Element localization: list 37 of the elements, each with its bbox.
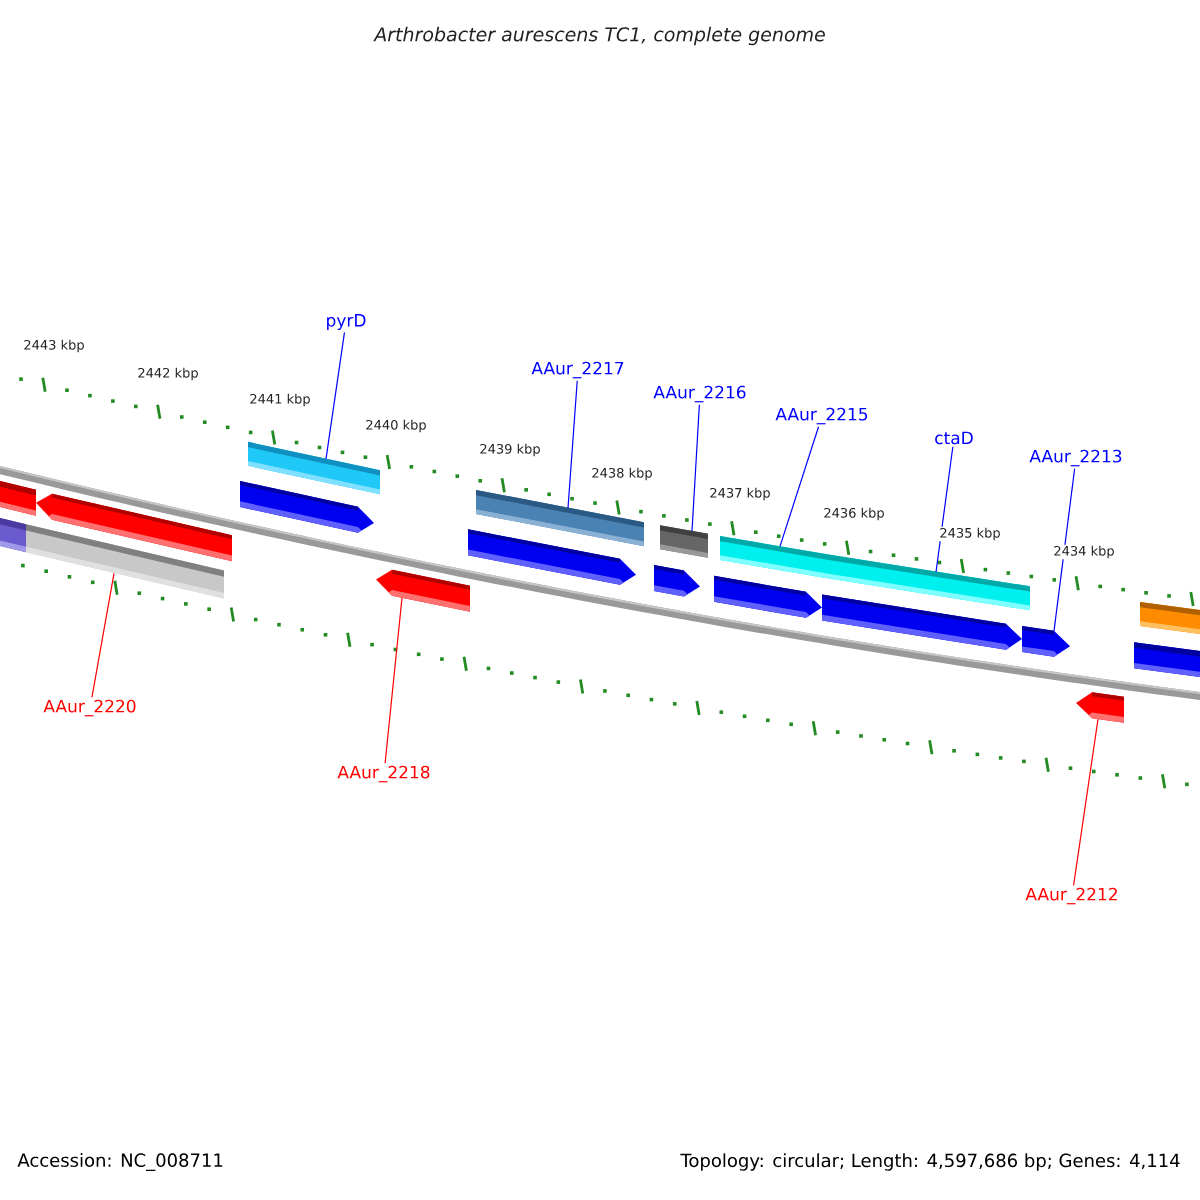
footer-text: Topology: circular; Length: 4,597,686 bp; Genes: 4,114 (680, 1153, 1180, 1171)
gene-bar (0, 518, 26, 553)
gene-glyph (1022, 626, 1070, 657)
leader-line (384, 597, 403, 764)
gene-label: AAur_2220 (43, 699, 136, 717)
footer-text: Accession: NC_008711 (17, 1153, 223, 1171)
gene-glyph (1134, 642, 1200, 678)
leader-line (1073, 718, 1099, 886)
gene-label: AAur_2212 (1025, 887, 1117, 905)
gene-label: AAur_2215 (775, 407, 868, 425)
gene-glyph (36, 493, 232, 562)
gene-label: AAur_2213 (1029, 449, 1122, 467)
gene-bar (248, 441, 380, 495)
gene-glyph (240, 481, 374, 533)
gene-glyph (714, 575, 822, 618)
gene-glyph (376, 569, 470, 612)
leader-line (325, 331, 346, 460)
leader-line (91, 572, 115, 698)
gene-bar (660, 525, 708, 558)
gene-label: ctaD (935, 431, 973, 445)
leader-line (779, 426, 820, 547)
gene-glyph (654, 565, 700, 597)
gene-label: pyrD (327, 314, 366, 330)
gene-glyph (822, 594, 1022, 650)
gene-glyph (468, 529, 636, 585)
gene-label: AAur_2216 (653, 385, 746, 403)
gene-bar (720, 535, 830, 579)
leader-line (935, 446, 954, 573)
leader-line (567, 380, 578, 509)
gene-label: AAur_2217 (531, 361, 624, 379)
gene-glyph (0, 481, 36, 516)
gene-glyph (1076, 692, 1124, 723)
leader-line (691, 404, 700, 532)
title: Arthrobacter aurescens TC1, complete genome (373, 26, 825, 46)
leader-line (1053, 468, 1076, 632)
gene-bar (1140, 601, 1200, 635)
gene-label: AAur_2218 (337, 765, 430, 783)
